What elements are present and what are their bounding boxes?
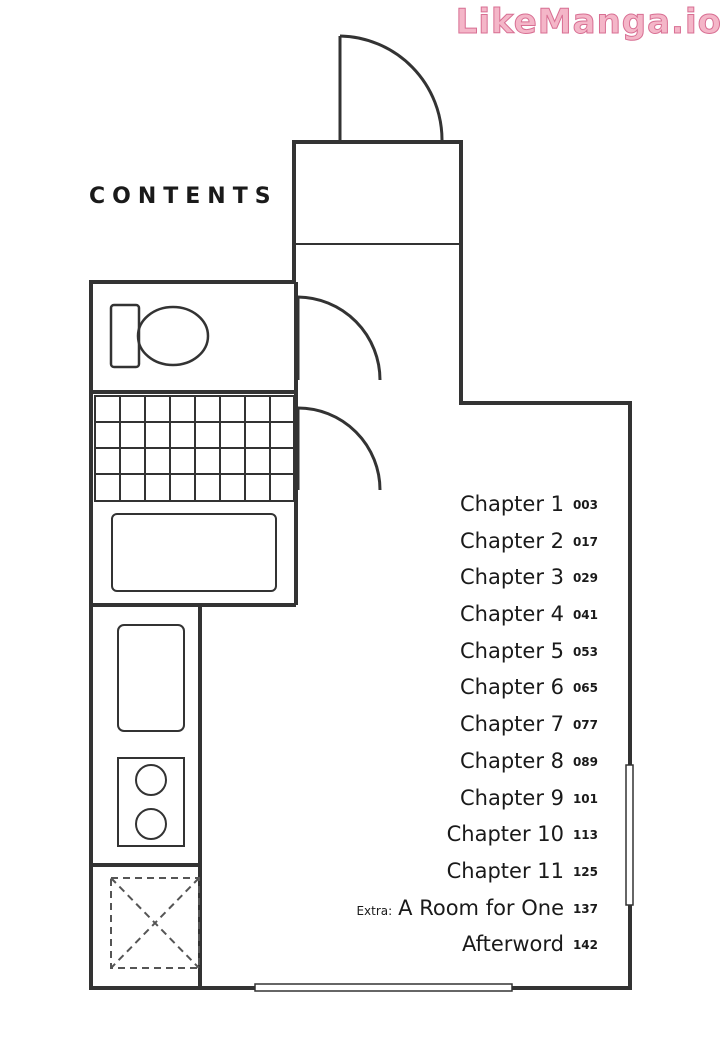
toc-entry: Chapter 3 029 xyxy=(340,562,602,599)
bath-door-swing xyxy=(297,406,382,491)
window-right xyxy=(625,764,634,906)
toc-entry-title: Chapter 10 xyxy=(446,822,564,847)
toc-entry-page: 003 xyxy=(572,498,598,512)
stove xyxy=(117,757,185,847)
toc-entry: Chapter 10 113 xyxy=(340,819,602,856)
toc-entry-page: 137 xyxy=(572,901,598,916)
toc-entry-title: Extra:A Room for One xyxy=(356,895,564,920)
toilet-door-swing xyxy=(297,295,382,381)
toc-entry-page: 142 xyxy=(572,938,598,953)
toc-entry: Chapter 5 053 xyxy=(340,636,602,673)
contents-heading: CONTENTS xyxy=(89,184,278,209)
toc-entry: Chapter 2 017 xyxy=(340,526,602,563)
toc-entry-title: Chapter 8 xyxy=(460,748,564,773)
table-of-contents: Chapter 1 003 Chapter 2 017 Chapter 3 02… xyxy=(340,489,602,966)
toilet-bowl xyxy=(136,305,210,367)
toc-entry-title: Chapter 6 xyxy=(460,675,564,700)
toc-entry: Chapter 6 065 xyxy=(340,672,602,709)
toc-entry-title: Chapter 4 xyxy=(460,602,564,627)
toc-entry-title: Chapter 9 xyxy=(460,785,564,810)
toc-entry: Extra:A Room for One 137 xyxy=(340,893,602,930)
toc-entry: Chapter 9 101 xyxy=(340,783,602,820)
toc-entry-page: 053 xyxy=(572,644,598,659)
toc-entry-page: 113 xyxy=(572,828,598,843)
toc-entry: Afterword 142 xyxy=(340,929,602,966)
toc-entry-title: Chapter 3 xyxy=(460,565,564,590)
toc-entry: Chapter 11 125 xyxy=(340,856,602,893)
toc-entry-page: 017 xyxy=(572,534,598,549)
toc-entry-page: 125 xyxy=(572,864,598,879)
toc-entry-title: Chapter 7 xyxy=(460,712,564,737)
bathtub xyxy=(111,513,277,592)
site-watermark: LikeManga.io xyxy=(455,2,722,43)
toc-entry-page: 101 xyxy=(572,791,598,806)
toc-entry-title: Chapter 1 xyxy=(460,492,564,516)
toc-entry: Chapter 7 077 xyxy=(340,709,602,746)
entrance-door-swing xyxy=(339,34,444,141)
toc-entry: Chapter 8 089 xyxy=(340,746,602,783)
toc-entry: Chapter 1 003 xyxy=(340,489,602,526)
toc-entry-page: 041 xyxy=(572,608,598,623)
toc-entry-page: 065 xyxy=(572,681,598,696)
toilet-tank xyxy=(109,303,141,369)
toc-entry-title: Chapter 2 xyxy=(460,528,564,553)
apartment-outer-wall xyxy=(89,140,632,990)
kitchen-sink xyxy=(117,624,185,732)
toc-entry-title: Chapter 5 xyxy=(460,638,564,663)
toc-entry-page: 089 xyxy=(572,754,598,769)
closet xyxy=(110,877,200,969)
burner xyxy=(135,808,167,840)
toc-entry-title: Chapter 11 xyxy=(446,858,564,883)
toc-entry-page: 029 xyxy=(572,571,598,586)
window-bottom xyxy=(254,983,513,992)
toc-entry-title: Afterword xyxy=(461,932,564,957)
toc-entry: Chapter 4 041 xyxy=(340,599,602,636)
toc-entry-page: 077 xyxy=(572,718,598,733)
burner xyxy=(135,764,167,796)
